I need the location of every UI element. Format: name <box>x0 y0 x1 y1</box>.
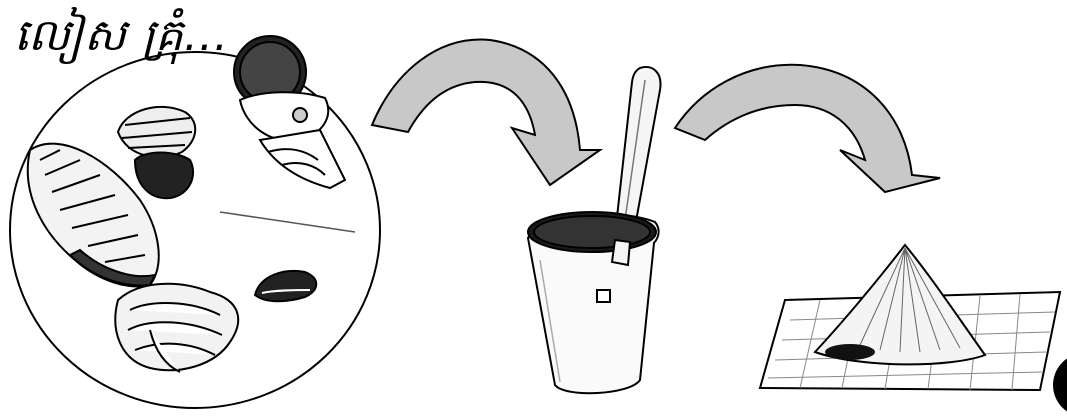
caption-text: លៀស គ្រុំ... <box>14 14 229 58</box>
arrow-shells-to-mortar <box>372 40 600 185</box>
powder-pile-icon <box>760 245 1060 390</box>
page-marker-circle <box>1053 353 1067 414</box>
arrow-mortar-to-powder <box>675 65 940 192</box>
